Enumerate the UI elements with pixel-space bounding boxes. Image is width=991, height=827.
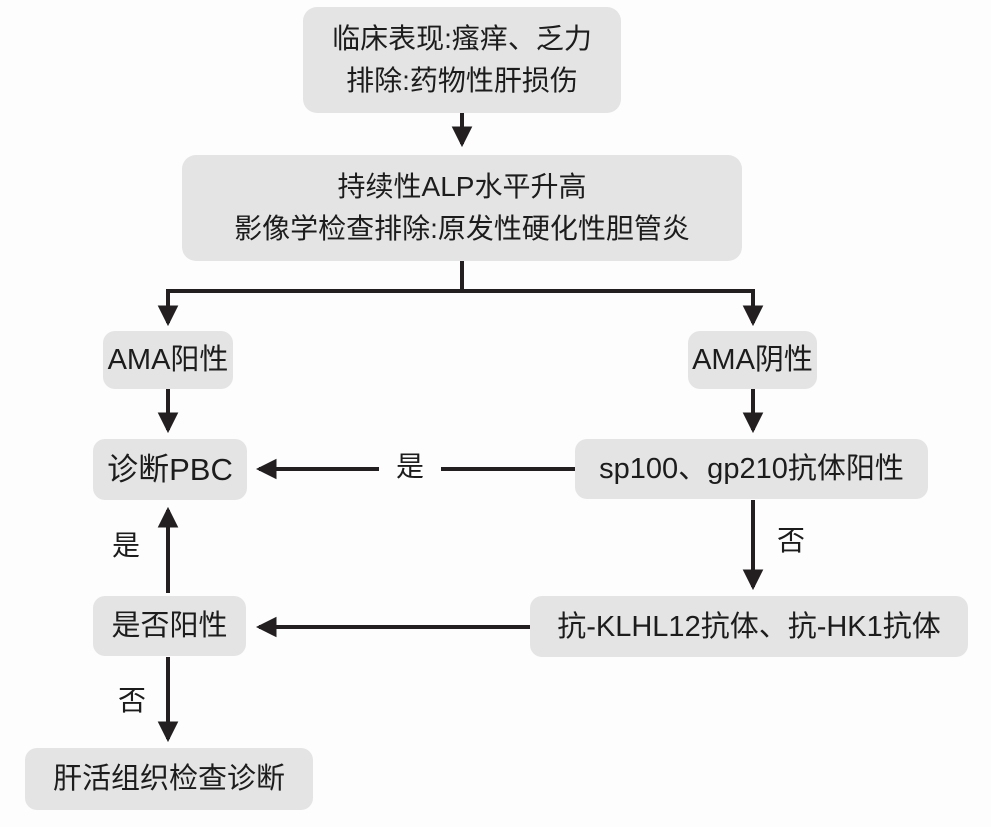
- node-ama-negative: AMA阴性: [688, 331, 817, 389]
- edge-label-no-question-to-biopsy: 否: [118, 685, 147, 716]
- node-diagnose-pbc: 诊断PBC: [93, 439, 247, 500]
- node-is-positive-label: 是否阳性: [111, 610, 228, 642]
- node-diagnose-pbc-label: 诊断PBC: [107, 451, 233, 487]
- node-sp100-gp210-label: sp100、gp210抗体阳性: [599, 453, 904, 485]
- edge-alp-split-spine: [166, 259, 755, 293]
- node-klhl12-hk1-label: 抗-KLHL12抗体、抗-HK1抗体: [557, 610, 941, 643]
- edge-label-no-sp100-to-klhl12: 否: [777, 525, 806, 556]
- node-liver-biopsy-label: 肝活组织检查诊断: [52, 763, 285, 795]
- node-is-positive: 是否阳性: [93, 596, 246, 656]
- node-ama-negative-label: AMA阴性: [692, 344, 813, 376]
- node-sp100-gp210-antibody: sp100、gp210抗体阳性: [575, 439, 928, 499]
- node-liver-biopsy: 肝活组织检查诊断: [25, 748, 313, 810]
- node-clinical-presentation: 临床表现:瘙痒、乏力 排除:药物性肝损伤: [303, 7, 621, 113]
- node-clinical-line1: 临床表现:瘙痒、乏力: [332, 23, 592, 54]
- node-alp-line1: 持续性ALP水平升高: [337, 171, 587, 202]
- node-alp-line2: 影像学检查排除:原发性硬化性胆管炎: [234, 213, 690, 244]
- node-alp-elevated: 持续性ALP水平升高 影像学检查排除:原发性硬化性胆管炎: [182, 155, 742, 261]
- node-klhl12-hk1-antibody: 抗-KLHL12抗体、抗-HK1抗体: [530, 596, 968, 657]
- edge-label-yes-question-to-pbc: 是: [112, 530, 141, 561]
- node-ama-positive-label: AMA阳性: [107, 344, 229, 376]
- edge-label-yes-sp100-to-pbc: 是: [379, 452, 441, 482]
- node-clinical-line2: 排除:药物性肝损伤: [346, 65, 578, 96]
- node-ama-positive: AMA阳性: [103, 331, 233, 389]
